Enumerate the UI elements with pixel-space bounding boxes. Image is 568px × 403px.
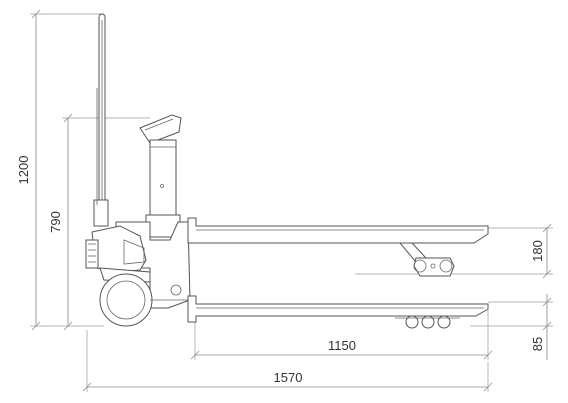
hydraulic-column — [145, 139, 181, 238]
scale-display — [139, 114, 182, 144]
dim-fork-length — [190, 310, 493, 360]
dim-fork-lowered — [470, 294, 553, 360]
label-total-height: 1200 — [16, 156, 31, 185]
label-fork-length: 1150 — [328, 338, 356, 353]
handle — [93, 13, 109, 227]
label-handle-height: 790 — [48, 211, 63, 233]
dim-total-length — [82, 330, 493, 392]
dim-total-height — [30, 9, 104, 331]
steering-wheel — [99, 273, 196, 327]
fork-lowered — [187, 295, 489, 329]
label-fork-raised: 180 — [530, 240, 545, 262]
label-fork-lowered: 85 — [530, 337, 545, 351]
fork-raised — [187, 217, 489, 277]
label-total-length: 1570 — [274, 370, 303, 385]
dim-handle-height — [62, 113, 150, 331]
dim-fork-raised — [355, 223, 553, 279]
